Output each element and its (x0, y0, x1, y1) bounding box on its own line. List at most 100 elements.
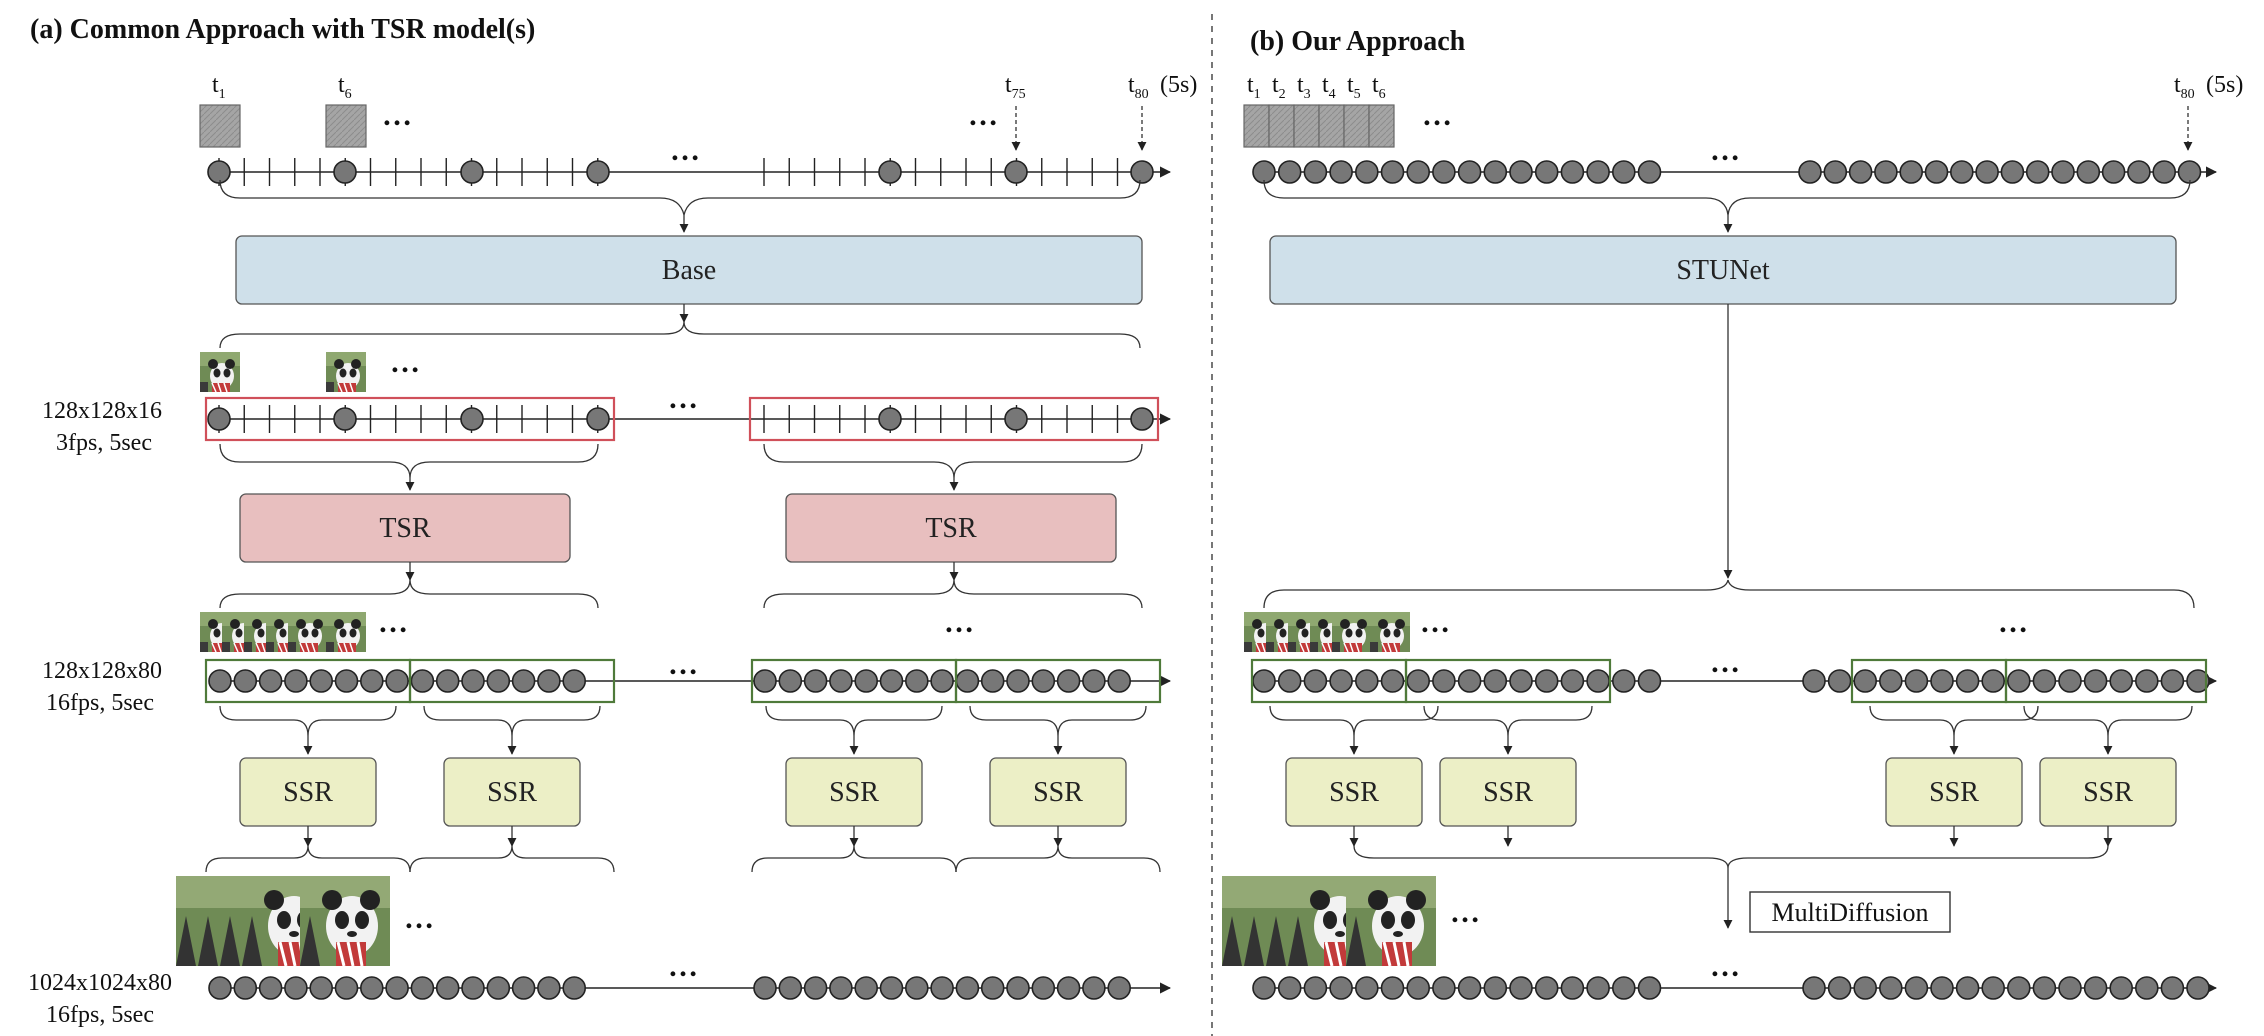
frame-node (1107, 669, 1131, 693)
brace (969, 705, 1147, 737)
frame-node (2186, 669, 2210, 693)
frame-node (1637, 669, 1662, 693)
frame-node (1432, 976, 1456, 1000)
ssr-window-outline (408, 658, 616, 704)
frame-node (1924, 160, 1949, 184)
input-frame-t1 (199, 104, 241, 148)
brace (409, 845, 615, 873)
ssr-window-outline (1404, 658, 1612, 704)
row1-resolution-label: 128x128x16 (42, 398, 162, 424)
brace (219, 443, 599, 479)
frame-node (1879, 976, 1903, 1000)
frame-node (2032, 976, 2057, 1000)
ellipsis: … (390, 346, 420, 379)
frame-node (2032, 669, 2057, 693)
frame-node (1457, 160, 1482, 184)
frame-node (511, 976, 536, 1000)
frame-node (904, 669, 929, 693)
time-label: t4 (1322, 72, 1336, 102)
frame-node (2135, 976, 2159, 1000)
frame-node (1031, 669, 1056, 693)
frame-node (1432, 160, 1456, 184)
ellipsis: … (1998, 606, 2028, 639)
frame-node (410, 976, 435, 1000)
frame-node (879, 976, 904, 1000)
ellipsis: … (668, 950, 698, 983)
frame-node (878, 407, 902, 431)
frame-node (1457, 976, 1482, 1000)
timeline-input (1252, 160, 2218, 184)
frame-node (334, 976, 359, 1000)
ellipsis: … (1710, 646, 1740, 679)
frame-strip-large (1220, 874, 1438, 968)
brace (1353, 845, 2109, 869)
frame-thumbnail (325, 351, 367, 393)
frame-node (1082, 669, 1106, 693)
brace (763, 579, 1143, 609)
frame-node (385, 669, 409, 693)
frame-node (904, 976, 929, 1000)
frame-node (1904, 669, 1929, 693)
frame-node (1534, 160, 1559, 184)
frame-node (930, 669, 954, 693)
frame-node (1006, 976, 1030, 1000)
frame-node (2109, 669, 2133, 693)
frame-node (334, 669, 359, 693)
brace (955, 845, 1161, 873)
frame-node (1483, 160, 1508, 184)
frame-node (1406, 976, 1430, 1000)
frame-node (1303, 669, 1328, 693)
ssr-label: SSR (1929, 777, 1979, 808)
ssr-label: SSR (283, 777, 333, 808)
frame-node (284, 976, 308, 1000)
frame-node (878, 160, 902, 184)
frame-node (930, 976, 954, 1000)
frame-node (1853, 669, 1877, 693)
frame-node (1509, 669, 1533, 693)
frame-node (1560, 976, 1585, 1000)
timeline-tsr-output (208, 669, 1172, 693)
frame-node (1107, 976, 1131, 1000)
frame-node (333, 407, 357, 431)
frame-node (1406, 160, 1430, 184)
frame-node (1930, 669, 1954, 693)
frame-node (2160, 669, 2185, 693)
brace (763, 443, 1143, 479)
frame-node (1612, 160, 1636, 184)
frame-node (461, 976, 485, 1000)
frame-node (1975, 160, 1999, 184)
frame-thumbnail (199, 351, 241, 393)
tsr-block-2 (785, 493, 1117, 563)
panel-b-title: (b) Our Approach (1250, 26, 1466, 57)
frame-node (2076, 160, 2101, 184)
base-block (235, 235, 1143, 305)
frame-node (1483, 669, 1508, 693)
frame-node (2058, 976, 2082, 1000)
frame-node (753, 976, 777, 1000)
frame-node (460, 407, 484, 431)
frame-node (829, 669, 853, 693)
frame-strip (199, 611, 367, 653)
frame-node (2135, 669, 2159, 693)
timeline-stunet-output (1252, 669, 2218, 693)
frame-node (1874, 160, 1898, 184)
ellipsis: … (670, 134, 700, 167)
ssr-window-outline (954, 658, 1162, 704)
time-label: t1 (1247, 72, 1261, 102)
brace (1869, 705, 2039, 737)
stunet-label: STUNet (1676, 255, 1770, 286)
frame-node (1586, 669, 1610, 693)
frame-node (537, 669, 561, 693)
frame-node (1380, 160, 1405, 184)
frame-node (1823, 160, 1848, 184)
frame-node (1355, 160, 1379, 184)
frame-node (1006, 669, 1030, 693)
row3-resolution-label: 1024x1024x80 (28, 970, 172, 996)
frame-node (2007, 976, 2031, 1000)
frame-node (980, 976, 1005, 1000)
frame-node (1534, 976, 1559, 1000)
frame-node (309, 976, 334, 1000)
frame-node (1802, 976, 1826, 1000)
frame-node (1130, 407, 1154, 431)
ellipsis: … (378, 606, 408, 639)
